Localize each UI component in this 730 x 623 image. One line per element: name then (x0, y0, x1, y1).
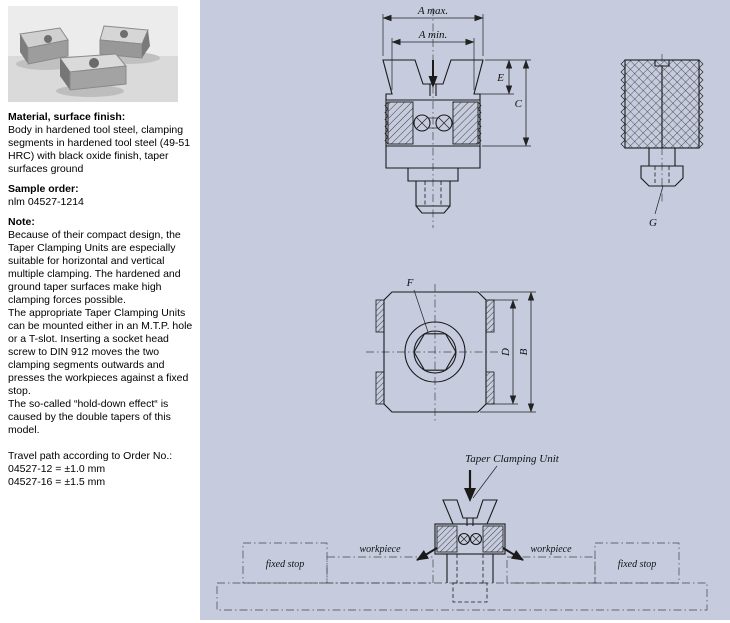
workpiece-right-block (506, 556, 596, 584)
dim-label-d: D (500, 348, 512, 357)
plan-view-drawing: F D B (366, 277, 536, 422)
dim-label-b: B (518, 348, 530, 355)
assembly-drawing: Taper Clamping Unit workpiece workpiece … (216, 453, 708, 611)
plan-spring-br (485, 371, 495, 405)
note-body: Because of their compact design, the Tap… (8, 229, 193, 436)
front-view-drawing: A max. A min. (382, 5, 531, 228)
spring-left (384, 101, 389, 145)
note-heading: Note: (8, 216, 35, 228)
workpiece-left-block (326, 556, 434, 584)
plan-body-outline (383, 291, 487, 413)
spring-pin-right (435, 114, 453, 132)
product-photo (8, 6, 178, 102)
workpiece-right-label: workpiece (530, 544, 572, 555)
dim-c: C (482, 59, 531, 147)
fixed-stop-right-label: fixed stop (618, 559, 657, 570)
fixed-stop-left-label: fixed stop (266, 559, 305, 570)
clamp-arrow-right (502, 547, 524, 561)
clamp-arrow-left (416, 547, 438, 561)
side-view-drawing: G (620, 54, 704, 229)
travel-path-heading: Travel path according to Order No.: (8, 450, 173, 462)
insertion-arrow (428, 60, 438, 88)
clamp-down-arrow (464, 470, 476, 502)
plan-spring-tr (485, 299, 495, 333)
screw-in-slot (452, 582, 488, 603)
plan-spring-tl (375, 299, 385, 333)
plan-spring-bl (375, 371, 385, 405)
hex-socket (413, 333, 457, 371)
dim-label-a-max: A max. (417, 5, 448, 17)
clamping-unit-photo-back-left (16, 27, 76, 70)
dim-label-e: E (496, 72, 504, 84)
travel-path-line-2: 04527-16 = ±1.5 mm (8, 476, 106, 488)
dim-e: E (476, 59, 531, 95)
dim-label-g: G (649, 217, 657, 229)
material-body: Body in hardened tool steel, clamping se… (8, 124, 191, 175)
side-screw-foot (640, 148, 684, 187)
material-heading: Material, surface finish: (8, 111, 126, 123)
travel-path-line-1: 04527-12 = ±1.0 mm (8, 463, 106, 475)
left-text-block: Material, surface finish: Body in harden… (8, 111, 194, 489)
dim-label-c: C (515, 98, 523, 110)
base-plate (216, 582, 708, 611)
fixed-stop-left-block (242, 542, 328, 584)
screw-head-circle (404, 321, 466, 383)
spring-right (477, 101, 482, 145)
clamping-segments (384, 99, 482, 147)
sample-order-heading: Sample order: (8, 183, 79, 195)
dim-b: B (480, 291, 536, 413)
dim-label-f: F (406, 277, 414, 289)
dim-label-a-min: A min. (418, 29, 448, 41)
dim-a-max: A max. (382, 5, 484, 56)
side-spring-right (698, 59, 704, 149)
front-body-outline (382, 59, 484, 169)
clamping-unit-photo-front (56, 53, 127, 97)
bottom-screw (407, 168, 459, 214)
dim-d: D (488, 299, 518, 405)
taper-clamping-unit (434, 499, 506, 603)
left-column: Material, surface finish: Body in harden… (0, 0, 200, 623)
sample-order-value: nlm 04527-1214 (8, 196, 84, 208)
dim-a-min: A min. (391, 29, 475, 90)
assembly-title-label: Taper Clamping Unit (465, 453, 560, 465)
drawing-panel: A max. A min. (200, 0, 730, 620)
side-spring-left (620, 59, 626, 149)
spring-pin-left (413, 114, 431, 132)
workpiece-left-label: workpiece (359, 544, 401, 555)
